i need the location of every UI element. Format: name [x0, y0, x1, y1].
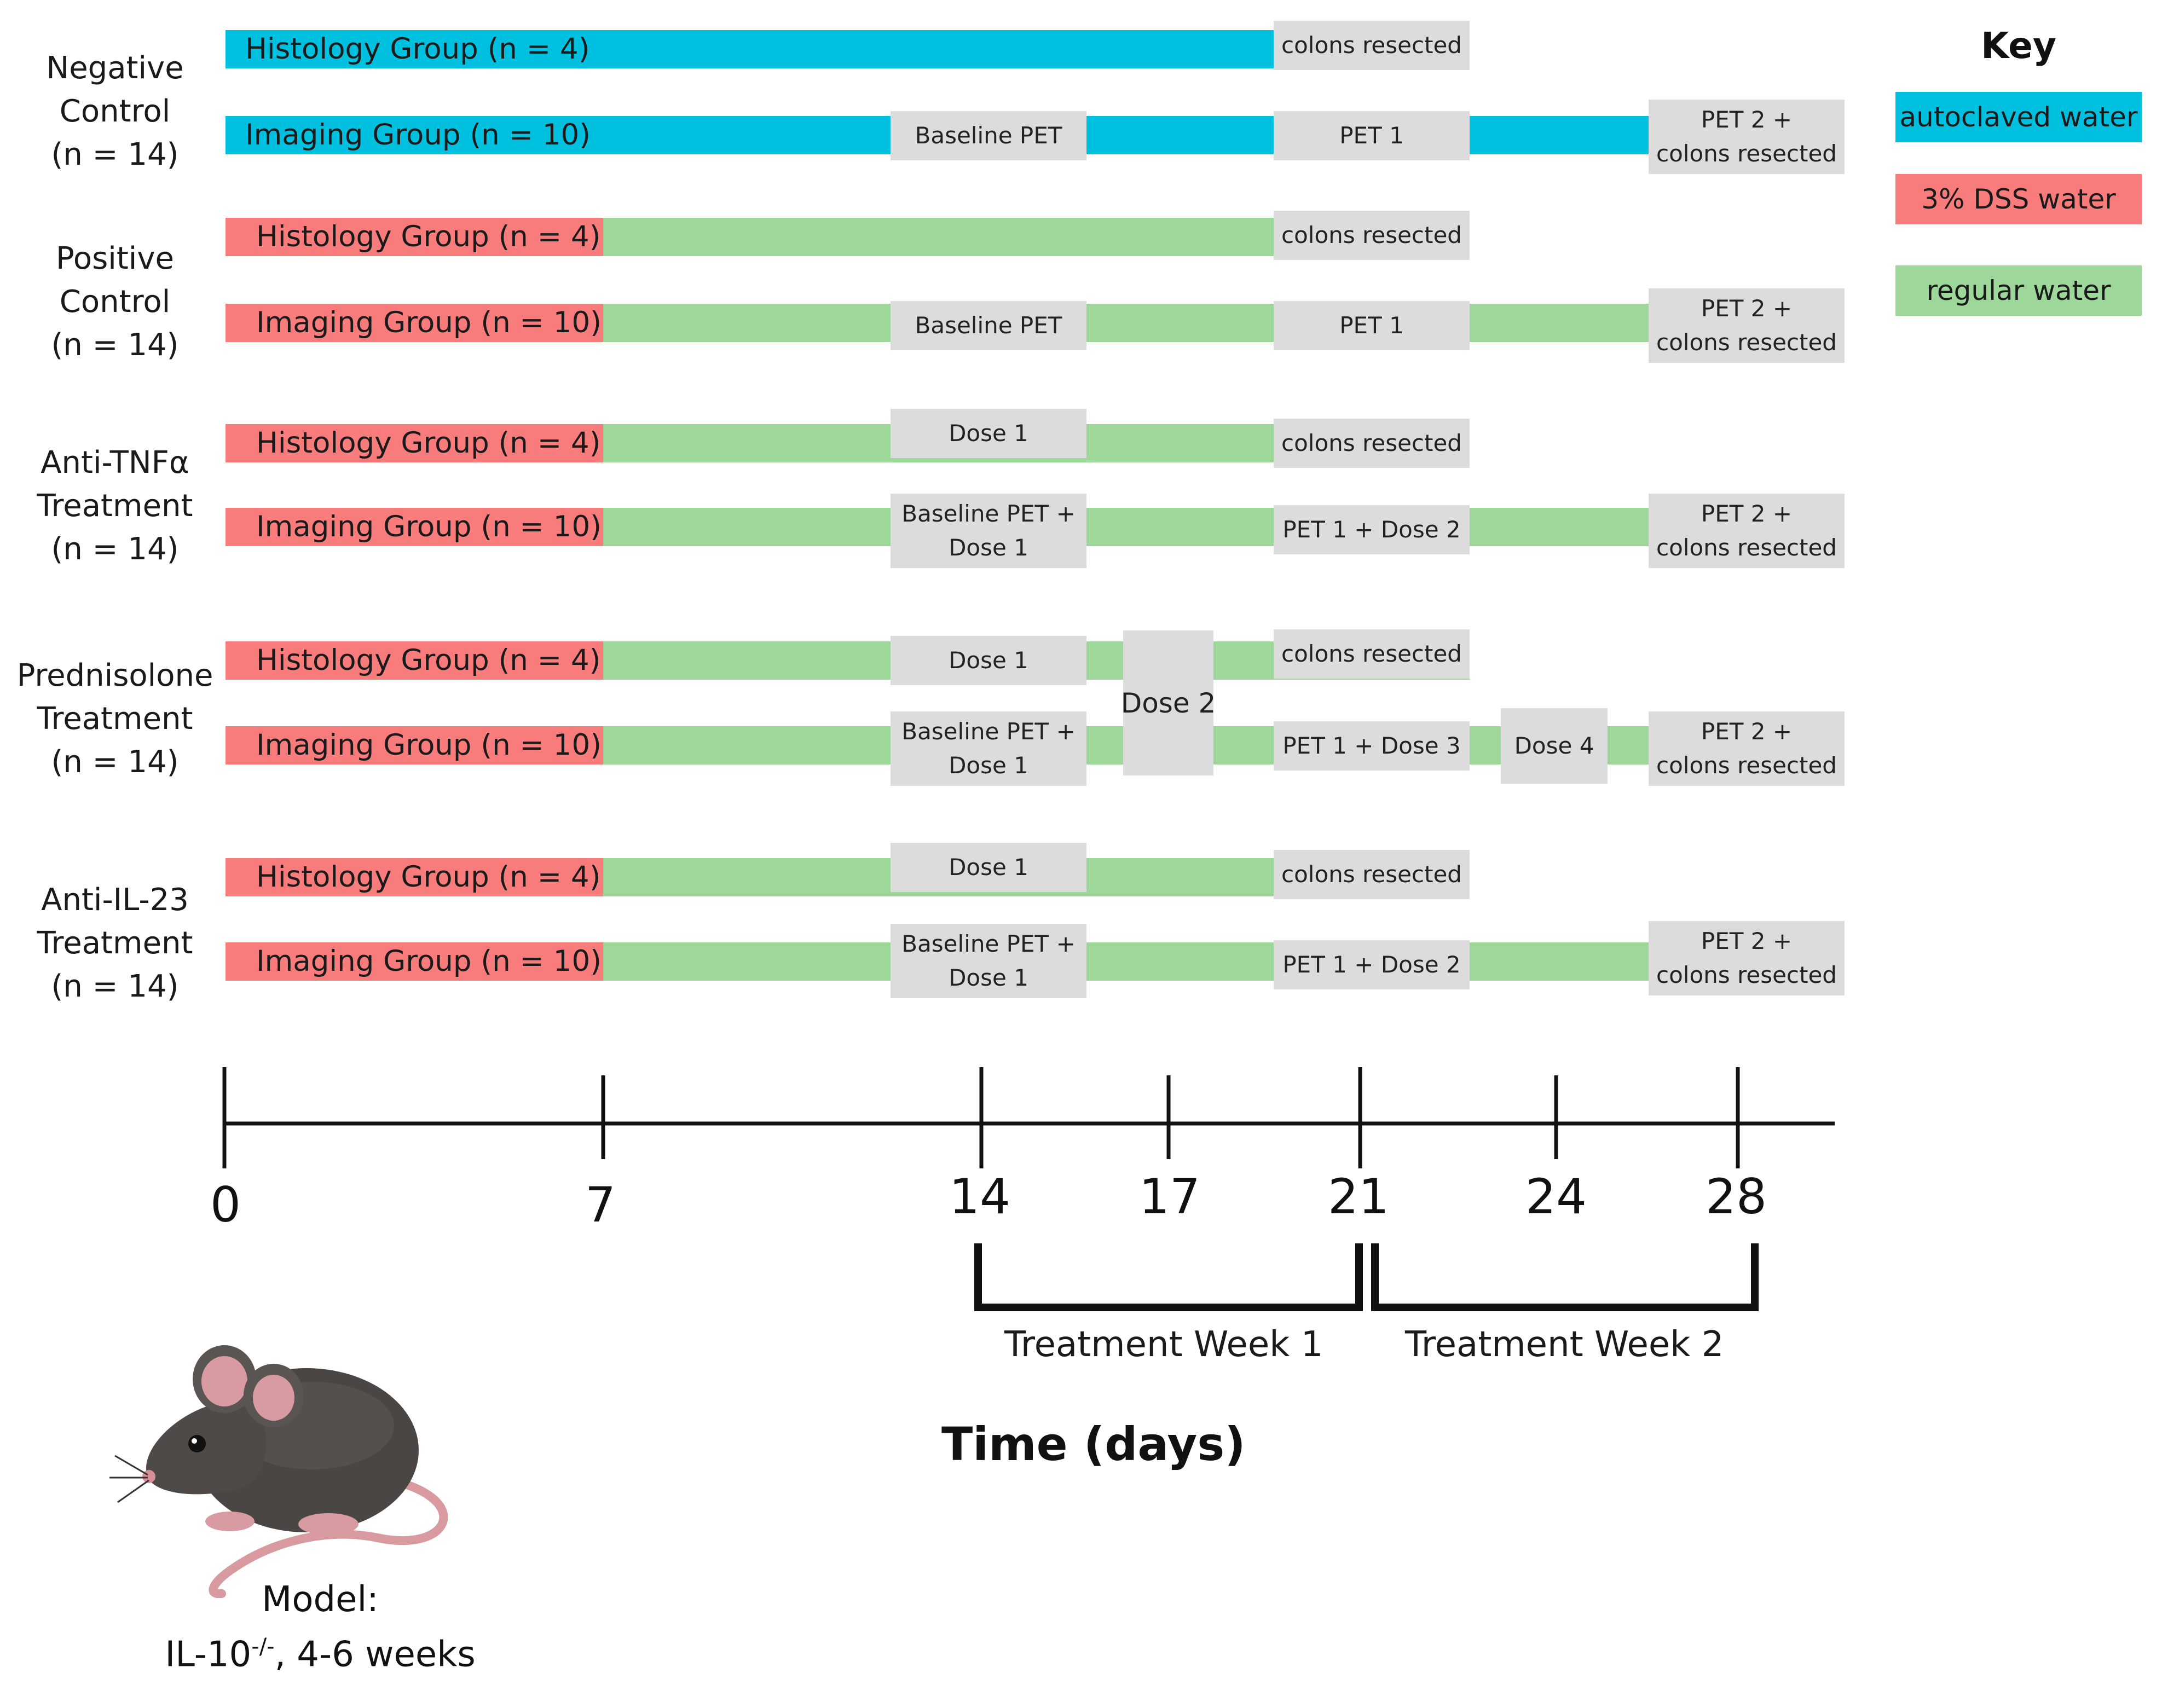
event-baseline-pet: Baseline PET — [891, 111, 1086, 160]
event-baseline-pet-dose-1: Baseline PET +Dose 1 — [891, 924, 1086, 998]
model-label: Model: IL-10-/-, 4-6 weeks — [137, 1576, 504, 1678]
histology-group-label: Histology Group (n = 4) — [256, 426, 601, 460]
tick-label-28: 28 — [1706, 1168, 1767, 1225]
key-dss-water: 3% DSS water — [1895, 174, 2142, 224]
dss-water-bar — [226, 424, 603, 462]
event-baseline-pet-dose-1: Baseline PET +Dose 1 — [891, 494, 1086, 568]
event-pet-2-colons-resected: PET 2 +colons resected — [1649, 711, 1845, 786]
imaging-group-label: Imaging Group (n = 10) — [256, 945, 602, 978]
tick-label-0: 0 — [210, 1177, 241, 1233]
event-baseline-pet: Baseline PET — [891, 301, 1086, 350]
event-pet-2-colons-resected: PET 2 +colons resected — [1649, 100, 1845, 174]
event-colons-resected: colons resected — [1274, 419, 1470, 468]
event-pet-1: PET 1 — [1274, 111, 1470, 160]
event-pet-2-colons-resected: PET 2 +colons resected — [1649, 288, 1845, 363]
treatment-week-1-label: Treatment Week 1 — [1004, 1324, 1323, 1365]
event-pet-1: PET 1 — [1274, 301, 1470, 350]
event-pet-1-dose-2: PET 1 + Dose 2 — [1274, 505, 1470, 554]
tick-label-21: 21 — [1328, 1168, 1389, 1225]
tick-label-7: 7 — [585, 1177, 616, 1233]
dss-water-bar — [226, 726, 603, 765]
event-dose-1: Dose 1 — [891, 843, 1086, 892]
regular-water-bar — [603, 218, 1274, 256]
event-colons-resected: colons resected — [1274, 21, 1470, 70]
tick-label-17: 17 — [1139, 1168, 1200, 1225]
autoclaved-water-bar — [226, 30, 1274, 68]
mouse-icon — [109, 1345, 448, 1598]
model-description: IL-10-/-, 4-6 weeks — [165, 1634, 476, 1675]
histology-group-label: Histology Group (n = 4) — [256, 860, 601, 894]
key-autoclaved-water: autoclaved water — [1895, 92, 2142, 142]
axis-title: Time (days) — [941, 1417, 1246, 1471]
dss-water-bar — [226, 304, 603, 342]
imaging-group-label: Imaging Group (n = 10) — [256, 306, 602, 339]
event-colons-resected: colons resected — [1274, 629, 1470, 679]
imaging-group-label: Imaging Group (n = 10) — [256, 728, 602, 762]
histology-group-label: Histology Group (n = 4) — [256, 644, 601, 677]
event-pet-1-dose-3: PET 1 + Dose 3 — [1274, 721, 1470, 771]
dss-water-bar — [226, 641, 603, 680]
treatment-week-2-label: Treatment Week 2 — [1405, 1324, 1724, 1365]
dss-water-bar — [226, 218, 603, 256]
regular-water-bar — [603, 304, 1649, 342]
treatment-week-1-bracket — [974, 1243, 1363, 1311]
histology-group-label: Histology Group (n = 4) — [245, 32, 590, 66]
key-title: Key — [1981, 25, 2056, 67]
event-dose-4: Dose 4 — [1501, 708, 1608, 784]
event-colons-resected: colons resected — [1274, 850, 1470, 899]
dss-water-bar — [226, 942, 603, 981]
imaging-group-label: Imaging Group (n = 10) — [245, 118, 591, 152]
model-title: Model: — [262, 1579, 379, 1620]
event-pet-2-colons-resected: PET 2 +colons resected — [1649, 921, 1845, 995]
event-pet-1-dose-2: PET 1 + Dose 2 — [1274, 940, 1470, 989]
tick-label-14: 14 — [949, 1168, 1010, 1225]
histology-group-label: Histology Group (n = 4) — [256, 220, 601, 253]
dss-water-bar — [226, 508, 603, 546]
event-dose-1: Dose 1 — [891, 409, 1086, 458]
treatment-week-2-bracket — [1371, 1243, 1759, 1311]
tick-label-24: 24 — [1525, 1168, 1587, 1225]
event-baseline-pet-dose-1: Baseline PET +Dose 1 — [891, 711, 1086, 786]
event-dose-1: Dose 1 — [891, 636, 1086, 685]
imaging-group-label: Imaging Group (n = 10) — [256, 510, 602, 543]
regular-water-bar — [603, 508, 1649, 546]
event-colons-resected: colons resected — [1274, 211, 1470, 260]
event-pet-2-colons-resected: PET 2 +colons resected — [1649, 494, 1845, 568]
key-regular-water: regular water — [1895, 265, 2142, 316]
event-dose-2-shared: Dose 2 — [1121, 630, 1216, 775]
regular-water-bar — [603, 942, 1649, 981]
dss-water-bar — [226, 858, 603, 896]
